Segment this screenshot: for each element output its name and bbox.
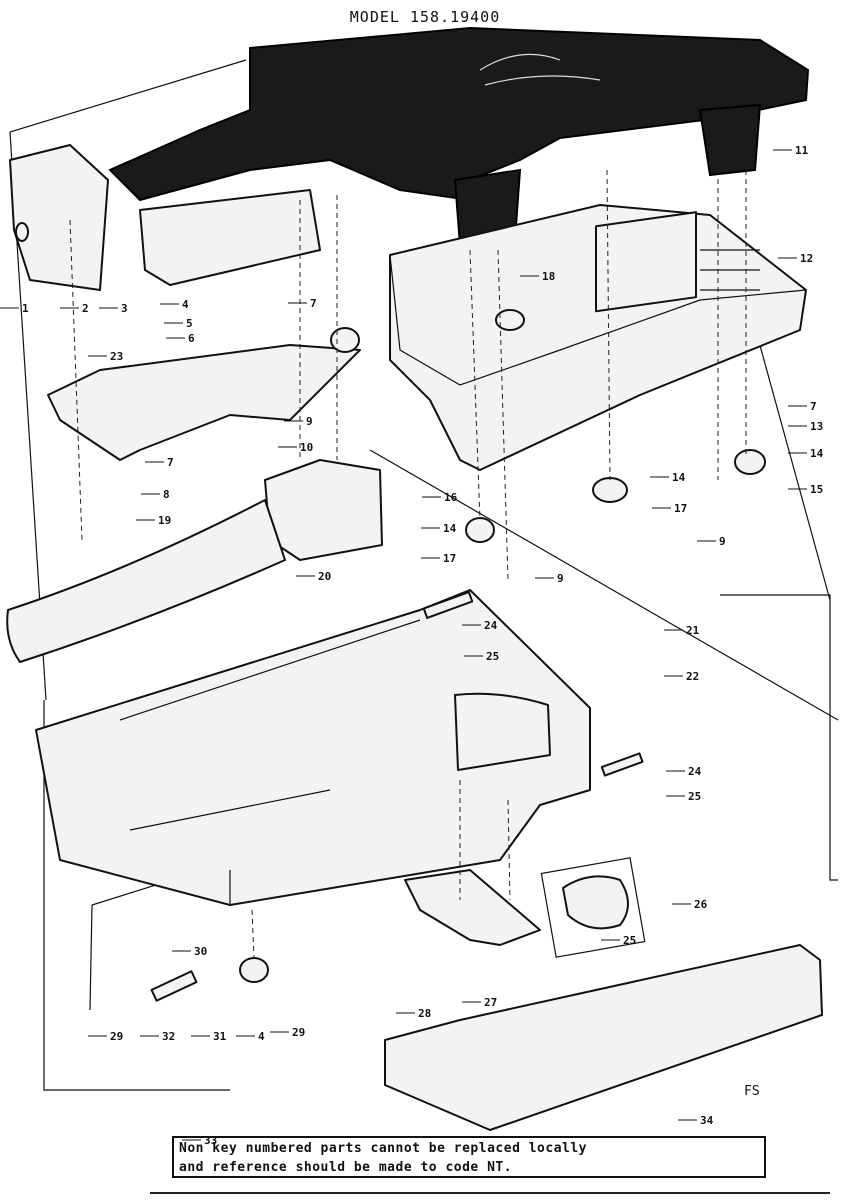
callout-c25b: 25	[688, 790, 701, 803]
base-lid	[384, 944, 823, 1131]
callout-c3: 3	[121, 302, 128, 315]
bed-tray	[389, 204, 807, 471]
callout-c7a: 7	[310, 297, 317, 310]
callout-c14c: 14	[443, 522, 457, 535]
callout-c25c: 25	[623, 934, 636, 947]
callout-c9c: 9	[557, 572, 564, 585]
callout-c6: 6	[188, 332, 195, 345]
callout-c31: 31	[213, 1030, 227, 1043]
callout-c11: 11	[795, 144, 809, 157]
callout-c14b: 14	[672, 471, 686, 484]
callout-c5: 5	[186, 317, 193, 330]
callout-c9b: 9	[719, 535, 726, 548]
callout-c7b: 7	[167, 456, 174, 469]
callout-c23: 23	[110, 350, 123, 363]
callout-c22: 22	[686, 670, 699, 683]
callout-c2: 2	[82, 302, 89, 315]
callout-c17a: 17	[674, 502, 687, 515]
callout-c7c: 7	[810, 400, 817, 413]
callout-c25a: 25	[486, 650, 499, 663]
parts-note: Non key numbered parts cannot be replace…	[172, 1136, 766, 1178]
callout-c24a: 24	[484, 619, 498, 632]
callout-c27: 27	[484, 996, 497, 1009]
callout-c20: 20	[318, 570, 331, 583]
face-plate	[9, 144, 109, 291]
callout-c32: 32	[162, 1030, 175, 1043]
callout-c18: 18	[542, 270, 555, 283]
machine-base	[35, 589, 591, 906]
model-title: MODEL 158.19400	[349, 8, 501, 26]
inset-knob	[540, 857, 646, 958]
callout-c29a: 29	[110, 1030, 123, 1043]
callout-c30: 30	[194, 945, 207, 958]
callout-c13: 13	[810, 420, 823, 433]
bottom-rule	[150, 1192, 830, 1194]
callout-c17b: 17	[443, 552, 456, 565]
callout-c14a: 14	[810, 447, 824, 460]
callout-c26: 26	[694, 898, 708, 911]
motor-mechanism	[404, 869, 541, 946]
callout-c1: 1	[22, 302, 29, 315]
construction-lines	[9, 59, 839, 1091]
callout-c12: 12	[800, 252, 813, 265]
callout-c16: 16	[444, 491, 458, 504]
footer-code: FS	[744, 1084, 760, 1099]
callout-c8: 8	[163, 488, 170, 501]
fasteners	[150, 309, 766, 1002]
assembly-lines	[69, 169, 747, 959]
arm-carriage	[6, 459, 383, 663]
left-frame	[47, 344, 361, 461]
callout-c4a: 4	[182, 298, 189, 311]
callout-c9a: 9	[306, 415, 313, 428]
callout-c21: 21	[686, 624, 700, 637]
callout-c34: 34	[700, 1114, 714, 1127]
callout-c19: 19	[158, 514, 171, 527]
callout-c28: 28	[418, 1007, 431, 1020]
top-cover	[139, 189, 321, 286]
machine-arm-top	[108, 26, 810, 247]
callout-c29b: 29	[292, 1026, 305, 1039]
callout-c15: 15	[810, 483, 823, 496]
callout-c24b: 24	[688, 765, 702, 778]
callout-c10: 10	[300, 441, 313, 454]
callout-c4b: 4	[258, 1030, 265, 1043]
